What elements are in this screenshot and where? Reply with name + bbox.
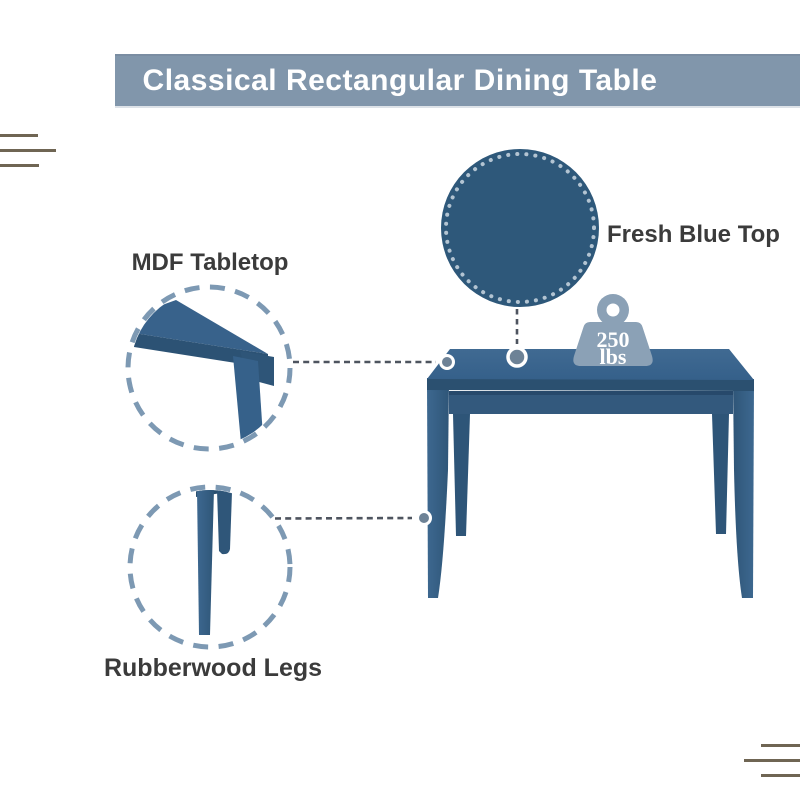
table-back-leg-left [453, 414, 470, 536]
dining-table-illustration [427, 349, 754, 598]
decor-line [744, 759, 800, 762]
swatch-fill [441, 149, 599, 307]
top-color-connector-marker [506, 346, 528, 368]
callout-connectors [274, 309, 528, 526]
zoom-tabletop-leg [233, 356, 264, 446]
weight-body [573, 322, 653, 366]
top-color-swatch-circle [441, 149, 599, 307]
weight-icon: 250 lbs [573, 294, 653, 369]
title-banner: Classical Rectangular Dining Table [115, 54, 800, 108]
legs-connector-marker [416, 510, 432, 526]
top-color-callout-label: Fresh Blue Top [607, 221, 780, 248]
title-banner-inner: Classical Rectangular Dining Table [115, 64, 685, 98]
legs-callout-label: Rubberwood Legs [103, 654, 323, 682]
legs-dashed-ring [127, 484, 293, 650]
table-back-leg-right [712, 414, 729, 534]
legs-zoom-circle [127, 484, 293, 650]
weight-value: 250 [597, 327, 630, 352]
decor-line [761, 774, 800, 777]
table-top-edge [427, 378, 754, 391]
decor-line [0, 134, 38, 137]
tabletop-dashed-ring [125, 284, 293, 452]
decor-line [761, 744, 800, 747]
tabletop-zoom-circle [125, 284, 293, 452]
tabletop-callout-label: MDF Tabletop [131, 249, 289, 276]
table-apron [449, 391, 733, 414]
weight-handle-hole [606, 303, 620, 317]
zoom-tabletop-surface [131, 300, 268, 354]
zoom-leg-back [217, 490, 232, 555]
table-apron-shadow [449, 391, 733, 395]
legs-zoom-content [196, 490, 234, 635]
zoom-tabletop-edge-left [131, 318, 134, 347]
decor-lines-top-left [0, 134, 56, 167]
tabletop-zoom-content [131, 300, 274, 446]
swatch-dotted-ring [444, 152, 596, 304]
decor-line [0, 149, 56, 152]
decor-line [0, 164, 39, 167]
weight-unit: lbs [600, 344, 627, 369]
legs-connector-line [274, 516, 413, 520]
table-front-leg-right [733, 382, 754, 598]
tabletop-connector-marker [439, 354, 455, 370]
zoom-leg-front [197, 490, 214, 635]
decor-lines-bottom-right [744, 744, 800, 777]
page-title: Classical Rectangular Dining Table [142, 64, 658, 97]
table-front-leg-left [427, 382, 449, 598]
